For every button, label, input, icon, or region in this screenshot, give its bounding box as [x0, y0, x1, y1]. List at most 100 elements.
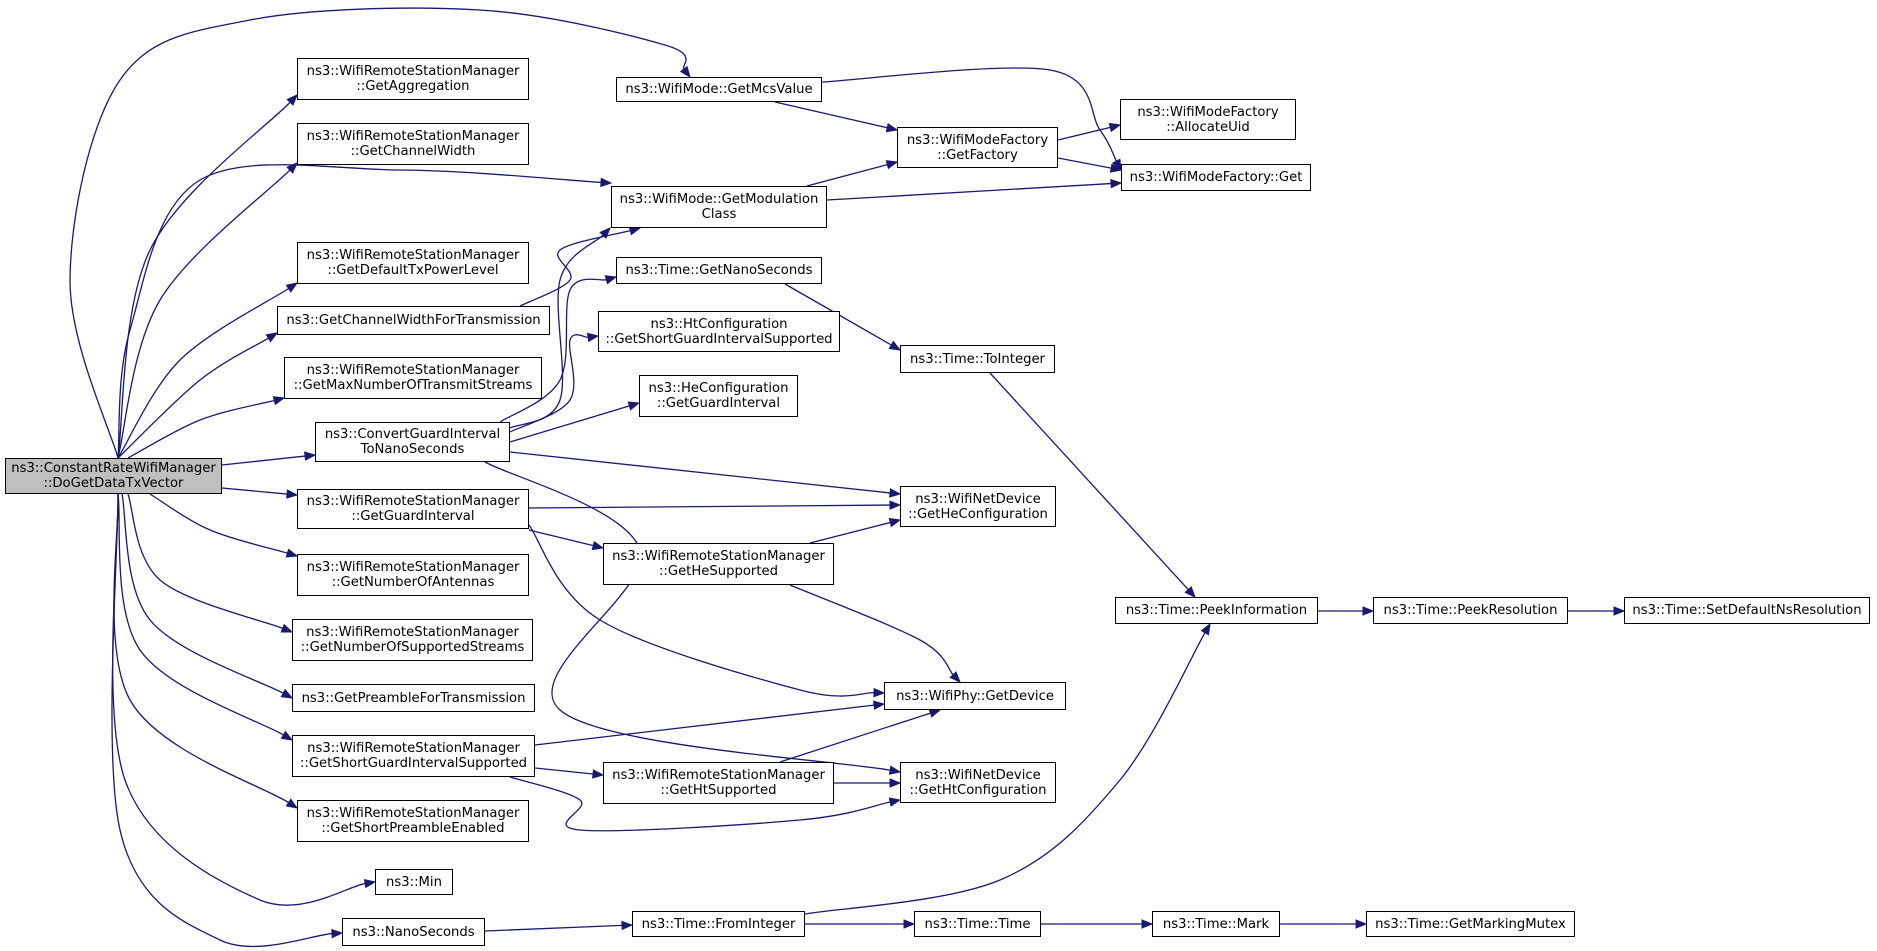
arrowhead-convertGuardInterval [304, 451, 317, 461]
edge-root-to-convertGuardInterval [221, 455, 306, 466]
edge-getHeSupported-to-phyGetDevice [789, 584, 954, 676]
arrowhead-getShortGuardIntervalSupported [280, 730, 294, 741]
edge-getShortGuardIntervalSupported-to-phyGetDevice [534, 704, 875, 746]
edge-getGuardInterval-to-getHeConfiguration [528, 504, 891, 509]
edge-root-to-nanoSeconds [111, 493, 333, 948]
edge-getHeSupported-to-getHeConfiguration [809, 521, 891, 544]
arrowhead-getMaxNumberOfTransmitStreams [272, 396, 286, 406]
edge-root-to-getGuardInterval [221, 487, 288, 495]
node-setDefaultNsResolution[interactable]: ns3::Time::SetDefaultNsResolution [1624, 597, 1870, 624]
arrowhead-toInteger [888, 340, 902, 351]
node-getShortGuardIntervalSupported[interactable]: ns3::WifiRemoteStationManager ::GetShort… [292, 735, 535, 777]
node-toInteger[interactable]: ns3::Time::ToInteger [900, 345, 1055, 373]
edge-fromInteger-to-peekInformation [804, 632, 1206, 915]
arrowhead-getModulationClass [599, 227, 611, 239]
arrowhead-getDefaultTxPowerLevel [285, 282, 299, 293]
edge-getModulationClass-to-modeFactoryGet [826, 182, 1112, 201]
arrowhead-modeFactoryGetFactory [885, 123, 899, 133]
node-getChannelWidth[interactable]: ns3::WifiRemoteStationManager ::GetChann… [297, 123, 529, 165]
edge-convertGuardInterval-to-getHeConfiguration [509, 451, 891, 494]
arrowhead-htGetSgiSupported [586, 332, 600, 343]
edge-convertGuardInterval-to-getHtConfiguration [484, 461, 891, 771]
arrowhead-fromInteger [621, 920, 634, 931]
arrowhead-getHtConfiguration [888, 765, 902, 775]
node-getAggregation[interactable]: ns3::WifiRemoteStationManager ::GetAggre… [297, 58, 529, 100]
node-convertGuardInterval[interactable]: ns3::ConvertGuardInterval ToNanoSeconds [315, 422, 510, 462]
node-getHtSupported[interactable]: ns3::WifiRemoteStationManager ::GetHtSup… [603, 762, 834, 804]
node-getMcsValue[interactable]: ns3::WifiMode::GetMcsValue [616, 77, 822, 102]
node-getHeConfiguration[interactable]: ns3::WifiNetDevice ::GetHeConfiguration [900, 486, 1056, 527]
edge-root-to-getDefaultTxPowerLevel [117, 287, 290, 459]
arrowhead-heGetGuardInterval [627, 401, 641, 411]
node-allocateUid[interactable]: ns3::WifiModeFactory ::AllocateUid [1120, 99, 1296, 140]
arrowhead-allocateUid [1108, 122, 1122, 133]
arrowhead-getModulationClass [600, 177, 613, 188]
node-getChannelWidthForTx[interactable]: ns3::GetChannelWidthForTransmission [277, 306, 550, 335]
arrowhead-getHtConfiguration [888, 797, 902, 807]
node-min[interactable]: ns3::Min [375, 869, 453, 895]
arrowhead-getHtSupported [592, 769, 605, 779]
edge-toInteger-to-peekInformation [989, 372, 1189, 591]
arrowhead-getHeSupported [591, 540, 605, 551]
node-root: ns3::ConstantRateWifiManager ::DoGetData… [5, 458, 222, 494]
edge-getMcsValue-to-modeFactoryGet [821, 67, 1117, 162]
node-getNumberOfAntennas[interactable]: ns3::WifiRemoteStationManager ::GetNumbe… [297, 554, 529, 596]
arrowhead-getNumberOfAntennas [285, 548, 299, 558]
node-getModulationClass[interactable]: ns3::WifiMode::GetModulation Class [611, 186, 827, 228]
edge-modeFactoryGetFactory-to-modeFactoryGet [1057, 157, 1112, 169]
edge-getShortGuardIntervalSupported-to-getHtConfiguration [509, 776, 891, 832]
arrowhead-phyGetDevice [949, 671, 961, 683]
edge-nanoSeconds-to-fromInteger [484, 924, 623, 932]
node-peekResolution[interactable]: ns3::Time::PeekResolution [1373, 597, 1568, 624]
edge-getHtSupported-to-phyGetDevice [779, 712, 931, 763]
arrowhead-getHeConfiguration [889, 488, 902, 498]
node-timeTime[interactable]: ns3::Time::Time [914, 911, 1041, 937]
node-phyGetDevice[interactable]: ns3::WifiPhy::GetDevice [884, 682, 1066, 710]
arrowhead-modeFactoryGet [1109, 163, 1123, 173]
node-getDefaultTxPowerLevel[interactable]: ns3::WifiRemoteStationManager ::GetDefau… [297, 242, 529, 284]
node-modeFactoryGetFactory[interactable]: ns3::WifiModeFactory ::GetFactory [897, 127, 1058, 168]
edge-root-to-getShortGuardIntervalSupported [117, 493, 284, 736]
edge-getGuardInterval-to-getHeSupported [528, 529, 594, 547]
edge-getChannelWidthForTx-to-getModulationClass [519, 230, 631, 307]
node-heGetGuardInterval[interactable]: ns3::HeConfiguration ::GetGuardInterval [639, 375, 798, 417]
edge-root-to-getMaxNumberOfTransmitStreams [127, 399, 275, 459]
arrowhead-getPreambleForTx [280, 688, 294, 699]
edge-convertGuardInterval-to-heGetGuardInterval [509, 405, 630, 443]
edge-root-to-getChannelWidthForTx [117, 337, 269, 459]
node-getMaxNumberOfTransmitStreams[interactable]: ns3::WifiRemoteStationManager ::GetMaxNu… [284, 357, 542, 399]
arrowhead-getMarkingMutex [1355, 919, 1368, 929]
node-getNumberOfSupportedStreams[interactable]: ns3::WifiRemoteStationManager ::GetNumbe… [292, 619, 533, 661]
node-nanoSeconds[interactable]: ns3::NanoSeconds [342, 918, 485, 946]
arrowhead-getShortPreambleEnabled [285, 798, 299, 809]
node-fromInteger[interactable]: ns3::Time::FromInteger [632, 911, 805, 937]
node-getShortPreambleEnabled[interactable]: ns3::WifiRemoteStationManager ::GetShort… [297, 800, 529, 842]
arrowhead-modeFactoryGet [1111, 158, 1122, 172]
node-getNanoSeconds[interactable]: ns3::Time::GetNanoSeconds [616, 257, 822, 284]
arrowhead-phyGetDevice [873, 700, 886, 710]
arrowhead-phyGetDevice [928, 708, 942, 718]
node-modeFactoryGet[interactable]: ns3::WifiModeFactory::Get [1121, 164, 1311, 191]
arrowhead-peekResolution [1362, 606, 1375, 616]
node-getMarkingMutex[interactable]: ns3::Time::GetMarkingMutex [1366, 911, 1575, 937]
edge-root-to-getNumberOfSupportedStreams [127, 493, 283, 629]
arrowhead-peekInformation [1184, 586, 1196, 598]
arrowhead-getHeConfiguration [888, 518, 902, 528]
node-htGetSgiSupported[interactable]: ns3::HtConfiguration ::GetShortGuardInte… [598, 311, 840, 352]
edge-getModulationClass-to-modeFactoryGetFactory [806, 163, 888, 187]
edge-getShortGuardIntervalSupported-to-getHtSupported [534, 767, 594, 775]
edge-root-to-getModulationClass [117, 164, 602, 459]
edge-root-to-getShortPreambleEnabled [113, 493, 289, 804]
node-getHeSupported[interactable]: ns3::WifiRemoteStationManager ::GetHeSup… [603, 543, 834, 585]
edge-modeFactoryGetFactory-to-allocateUid [1057, 126, 1111, 141]
node-getPreambleForTx[interactable]: ns3::GetPreambleForTransmission [292, 684, 535, 712]
arrowhead-timeTime [903, 919, 916, 929]
edge-root-to-getChannelWidth [117, 169, 291, 459]
arrowhead-getHtConfiguration [889, 778, 902, 788]
node-getGuardInterval[interactable]: ns3::WifiRemoteStationManager ::GetGuard… [297, 489, 529, 529]
node-peekInformation[interactable]: ns3::Time::PeekInformation [1115, 597, 1318, 624]
node-timeMark[interactable]: ns3::Time::Mark [1152, 911, 1280, 937]
arrowhead-min [363, 878, 377, 889]
node-getHtConfiguration[interactable]: ns3::WifiNetDevice ::GetHtConfiguration [900, 762, 1056, 803]
